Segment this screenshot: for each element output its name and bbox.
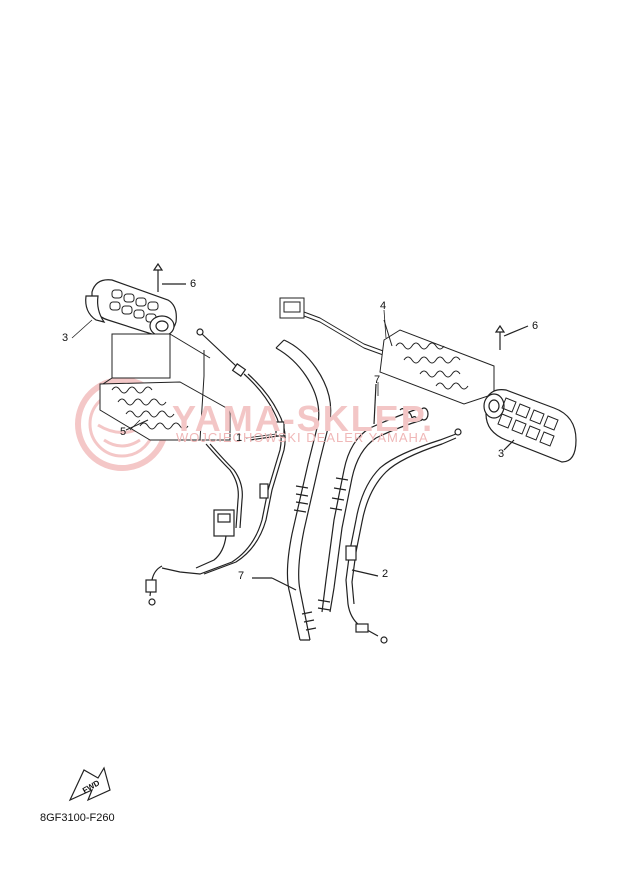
callout-3-left: 3 xyxy=(62,332,69,344)
callout-3-right: 3 xyxy=(498,448,505,460)
screw-left xyxy=(152,262,186,292)
right-grip xyxy=(483,389,577,463)
left-grip xyxy=(85,279,177,337)
screw-right xyxy=(494,324,529,350)
callout-6-right: 6 xyxy=(532,320,539,332)
callout-7-left: 7 xyxy=(238,570,245,582)
cable-guide-tube xyxy=(252,339,332,641)
callout-1: 1 xyxy=(236,432,243,444)
right-heater-element xyxy=(279,297,495,405)
watermark-text: YAMA-SKLEP. xyxy=(172,398,435,439)
fwd-arrow-icon xyxy=(68,766,111,802)
choke-cable xyxy=(345,428,462,644)
callout-5: 5 xyxy=(120,426,127,438)
throttle-cable xyxy=(145,328,286,606)
left-heater-element xyxy=(99,333,231,441)
watermark-subtext: WOJCIECHOWSKI DEALER YAMAHA xyxy=(176,430,429,445)
callout-6-left: 6 xyxy=(190,278,197,290)
leader-lines xyxy=(71,309,387,439)
callout-4: 4 xyxy=(380,300,387,312)
callout-2: 2 xyxy=(382,568,389,580)
callout-7-right: 7 xyxy=(374,374,381,386)
diagram-code: 8GF3100-F260 xyxy=(40,812,115,824)
left-wire-harness xyxy=(195,443,243,569)
cable-guide-tube-right xyxy=(317,383,429,613)
